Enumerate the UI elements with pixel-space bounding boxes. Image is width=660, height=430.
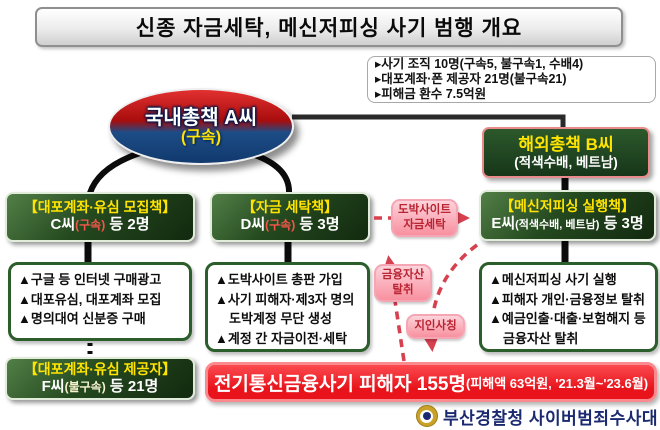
victims-banner-sub: (피해액 63억원, '21.3월~'23.6월)	[465, 375, 649, 391]
victims-banner-main: 전기통신금융사기 피해자 155명	[213, 373, 466, 395]
domestic-boss-title: 국내총책 A씨	[145, 106, 257, 129]
launderer-role: 【자금 세탁책】	[241, 199, 339, 216]
provider-status: (불구속)	[64, 379, 106, 394]
flow-badge-asset-theft: 금융자산 탈취	[374, 264, 432, 302]
node-account-recruiter: 【대포계좌·유심 모집책】 C씨(구속) 등 2명	[5, 192, 195, 242]
detail-line: ▲예금인출·대출·보험해지 등	[489, 311, 646, 326]
detail-line: ▲대포유심, 대포계좌 모집	[18, 291, 162, 307]
recruiter-status: (구속)	[75, 218, 106, 233]
recruiter-person: C씨(구속) 등 2명	[50, 216, 150, 234]
recruiter-details-box: ▲구글 등 인터넷 구매광고 ▲대포유심, 대포계좌 모집 ▲명의대여 신분증 …	[8, 262, 192, 341]
node-money-launderer: 【자금 세탁책】 D씨(구속) 등 3명	[210, 192, 370, 242]
page-title: 신종 자금세탁, 메신저피싱 사기 범행 개요	[35, 7, 623, 47]
launderer-status: (구속)	[265, 218, 296, 233]
flow-badge-impersonation: 지인사칭	[406, 314, 465, 339]
summary-item: ▸피해금 환수 7.5억원	[375, 87, 487, 101]
agency-footer: 부산경찰청 사이버범죄수사대	[378, 404, 658, 428]
detail-line: ▲명의대여 신분증 구매	[18, 311, 146, 326]
node-overseas-boss: 해외총책 B씨 (적색수배, 베트남)	[482, 127, 650, 178]
domestic-boss-status: (구속)	[180, 128, 222, 146]
phisher-role: 【메신저피싱 실행책】	[500, 197, 635, 214]
node-domestic-boss: 국내총책 A씨 (구속)	[108, 88, 294, 165]
police-emblem-icon	[415, 405, 438, 427]
flow-badge-gambling-laundering: 도박사이트 자금세탁	[391, 199, 458, 237]
detail-line: ▲사기 피해자·제3자 명의	[215, 291, 355, 307]
phisher-details-box: ▲메신저피싱 사기 실행 ▲피해자 개인·금융정보 탈취 ▲예금인출·대출·보험…	[479, 262, 658, 352]
node-account-provider: 【대포계좌·유심 제공자】 F씨(불구속) 등 21명	[5, 357, 195, 400]
provider-role: 【대포계좌·유심 제공자】	[23, 360, 177, 377]
recruiter-role: 【대포계좌·유심 모집책】	[23, 199, 177, 216]
node-phishing-operator: 【메신저피싱 실행책】 E씨(적색수배, 베트남) 등 3명	[479, 190, 656, 241]
connector-a-to-recruiter	[87, 149, 146, 196]
agency-name: 부산경찰청 사이버범죄수사대	[442, 408, 658, 428]
detail-line: 금융자산 탈취	[503, 330, 579, 346]
detail-line: ▲피해자 개인·금융정보 탈취	[489, 291, 645, 307]
provider-person: F씨(불구속) 등 21명	[41, 377, 159, 395]
summary-item: ▸사기 조직 10명(구속5, 불구속1, 수배4)	[375, 57, 584, 71]
detail-line: ▲구글 등 인터넷 구매광고	[18, 272, 162, 287]
launderer-person: D씨(구속) 등 3명	[240, 216, 340, 234]
detail-line: ▲메신저피싱 사기 실행	[489, 272, 617, 287]
connector-a-to-launderer	[249, 151, 292, 196]
detail-line: 도박계정 무단 생성	[229, 311, 332, 326]
overseas-boss-title: 해외총책 B씨	[518, 134, 614, 154]
launderer-details-box: ▲도박사이트 총판 가입 ▲사기 피해자·제3자 명의 도박계정 무단 생성 ▲…	[205, 262, 370, 352]
summary-item: ▸대포계좌·폰 제공자 21명(불구속21)	[375, 72, 567, 86]
overseas-boss-status: (적색수배, 베트남)	[514, 154, 618, 170]
case-summary-box: ▸사기 조직 10명(구속5, 불구속1, 수배4) ▸대포계좌·폰 제공자 2…	[367, 56, 656, 103]
victims-banner: 전기통신금융사기 피해자 155명(피해액 63억원, '21.3월~'23.6…	[205, 362, 657, 402]
detail-line: ▲도박사이트 총판 가입	[215, 272, 343, 287]
phisher-person: E씨(적색수배, 베트남) 등 3명	[491, 214, 644, 232]
detail-line: ▲계정 간 자금이전·세탁	[215, 330, 348, 346]
phisher-status: (적색수배, 베트남)	[515, 218, 600, 231]
